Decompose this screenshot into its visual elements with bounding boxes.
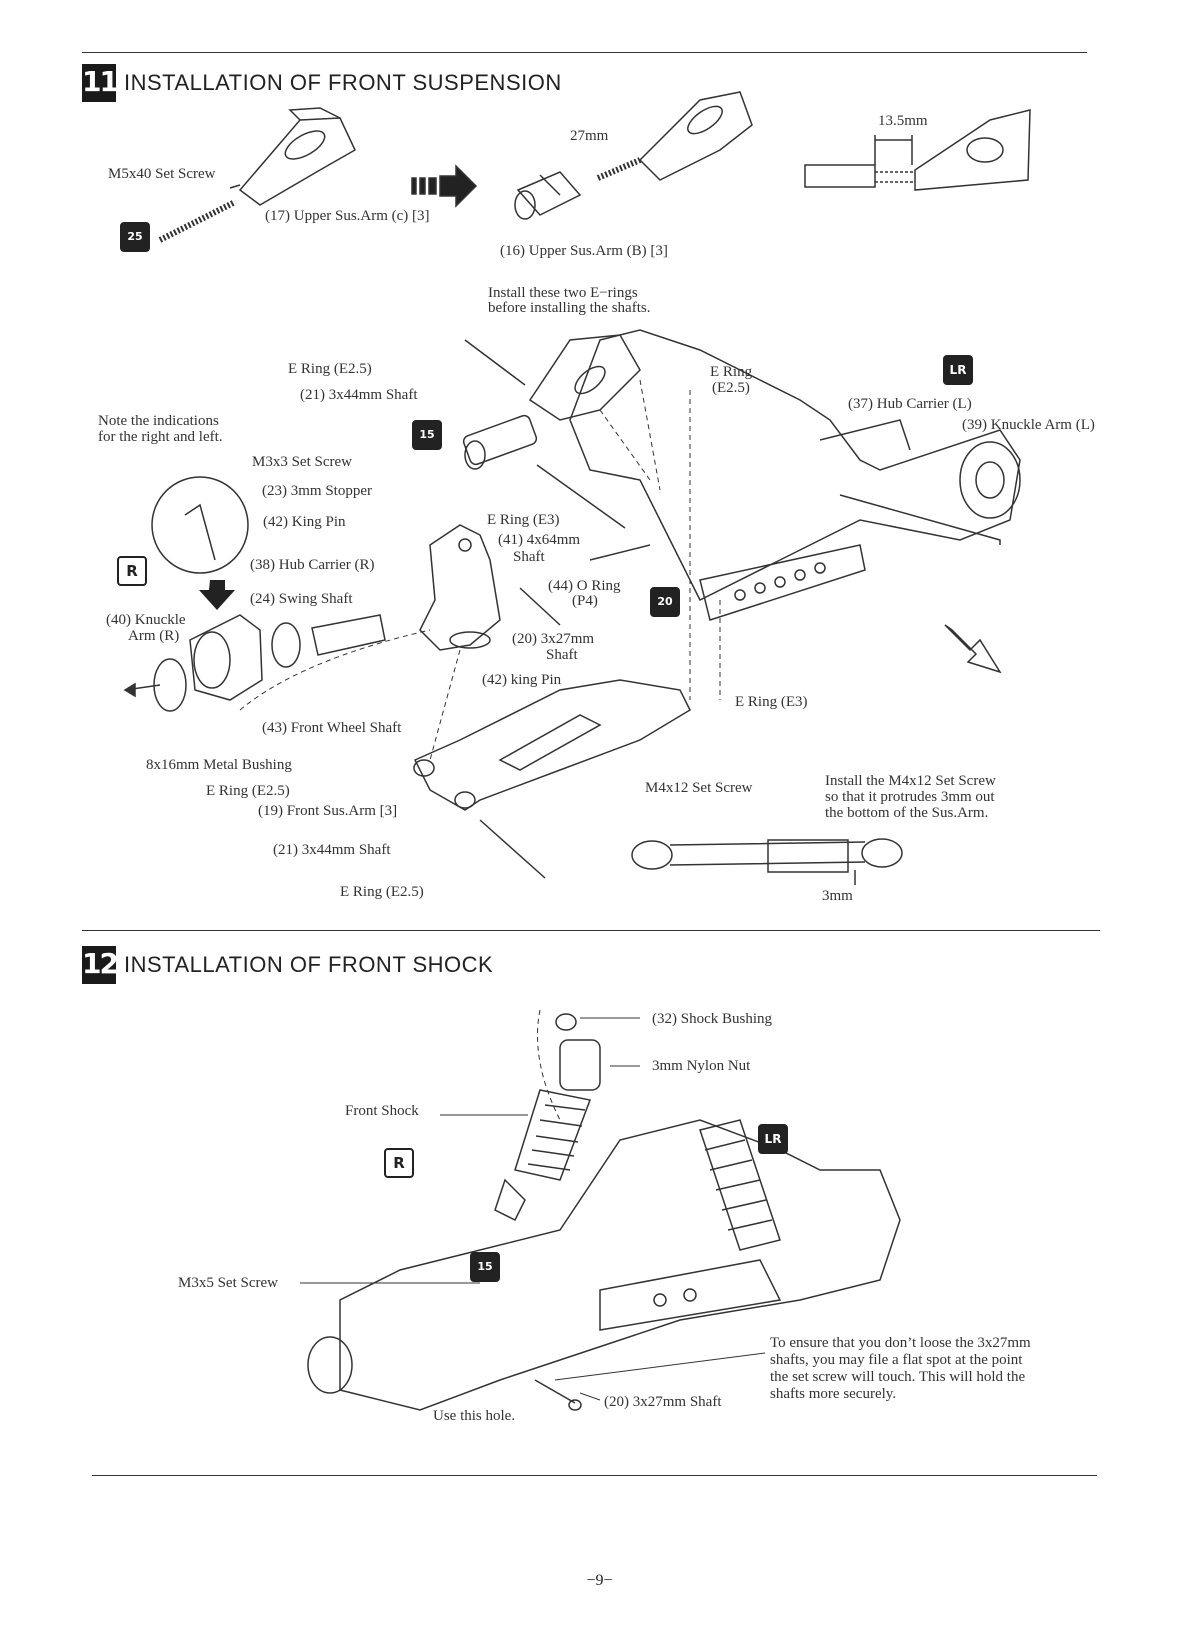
front-shock-r-drawing bbox=[494, 1009, 601, 1222]
knuckle-arm-r-drawing bbox=[153, 614, 386, 712]
label-3mm-stopper: (23) 3mm Stopper bbox=[262, 483, 372, 499]
label-note-lr-line2: for the right and left. bbox=[98, 429, 223, 445]
label-tip-line3: the set screw will touch. This will hold… bbox=[770, 1369, 1026, 1385]
label-upper-sus-arm-b: (16) Upper Sus.Arm (B) [3] bbox=[500, 243, 668, 259]
label-dimension-3mm: 3mm bbox=[822, 888, 853, 904]
label-king-pin-lower: (42) king Pin bbox=[482, 672, 562, 688]
hex-wrench-15-icon: 15 bbox=[412, 420, 442, 450]
label-dimension-13-5mm: 13.5mm bbox=[878, 113, 928, 129]
top-rule bbox=[82, 52, 1087, 53]
upper-arm-assembly-drawing bbox=[462, 334, 641, 470]
section-title: INSTALLATION OF FRONT SUSPENSION bbox=[124, 70, 562, 95]
label-knuckle-arm-l: (39) Knuckle Arm (L) bbox=[962, 417, 1095, 433]
label-3x27mm-shaft-line2: Shaft bbox=[546, 647, 578, 663]
label-install-erings-line1: Install these two E−rings bbox=[488, 285, 638, 301]
chassis-front-drawing bbox=[307, 1119, 901, 1411]
shafts-drawing bbox=[464, 339, 651, 879]
dimension-13-5mm-drawing bbox=[804, 109, 1031, 191]
label-install-m4-line1: Install the M4x12 Set Screw bbox=[825, 773, 996, 789]
shaft-20-drawing bbox=[534, 1379, 582, 1411]
label-swing-shaft: (24) Swing Shaft bbox=[250, 591, 353, 607]
label-e-ring-e3-mid: E Ring (E3) bbox=[487, 512, 560, 528]
label-m3x5-set-screw: M3x5 Set Screw bbox=[178, 1275, 278, 1291]
label-e-ring-right-line2: (E2.5) bbox=[712, 380, 750, 396]
label-metal-bushing: 8x16mm Metal Bushing bbox=[146, 757, 292, 773]
chassis-gearbox-drawing bbox=[569, 329, 1021, 621]
right-side-badge: R bbox=[384, 1148, 414, 1178]
upper-arm-b-drawing bbox=[514, 91, 753, 220]
label-e-ring-e25-top: E Ring (E2.5) bbox=[288, 361, 372, 377]
hex-wrench-20-icon: 20 bbox=[650, 587, 680, 617]
label-3x27mm-shaft: (20) 3x27mm Shaft bbox=[604, 1394, 722, 1410]
middle-rule bbox=[82, 930, 1100, 931]
label-install-m4-line2: so that it protrudes 3mm out bbox=[825, 789, 995, 805]
hub-carrier-r-drawing bbox=[419, 524, 501, 651]
down-arrow-icon bbox=[199, 580, 235, 610]
label-king-pin: (42) King Pin bbox=[263, 514, 346, 530]
label-e-ring-e25-bottom: E Ring (E2.5) bbox=[340, 884, 424, 900]
section-12-heading: 12 INSTALLATION OF FRONT SHOCK bbox=[82, 946, 493, 984]
label-e-ring-e3-right: E Ring (E3) bbox=[735, 694, 808, 710]
page-number: −9− bbox=[586, 1572, 613, 1589]
label-front-sus-arm: (19) Front Sus.Arm [3] bbox=[258, 803, 398, 819]
hex-wrench-25-icon: 25 bbox=[120, 222, 150, 252]
hollow-arrow-icon bbox=[944, 624, 1002, 674]
left-right-badge: LR bbox=[758, 1124, 788, 1154]
label-knuckle-arm-r-line1: (40) Knuckle bbox=[106, 612, 186, 628]
label-e-ring-e25-left: E Ring (E2.5) bbox=[206, 783, 290, 799]
label-o-ring-line1: (44) O Ring bbox=[548, 578, 621, 594]
left-right-badge: LR bbox=[943, 355, 973, 385]
label-tip-line4: shafts more securely. bbox=[770, 1386, 897, 1402]
arrow-right-icon bbox=[411, 164, 478, 208]
hex-wrench-15-icon: 15 bbox=[470, 1252, 500, 1282]
leader-lines bbox=[239, 379, 721, 761]
label-front-shock: Front Shock bbox=[345, 1103, 419, 1119]
label-4x64mm-shaft-line1: (41) 4x64mm bbox=[498, 532, 581, 548]
upper-arm-c-drawing bbox=[158, 107, 356, 243]
label-front-wheel-shaft: (43) Front Wheel Shaft bbox=[262, 720, 402, 736]
front-sus-arm-drawing bbox=[413, 679, 691, 811]
front-shock-lr-drawing bbox=[699, 1119, 781, 1251]
section-number: 11 bbox=[82, 64, 119, 102]
label-install-erings-line2: before installing the shafts. bbox=[488, 300, 651, 316]
section-11-heading: 11 INSTALLATION OF FRONT SUSPENSION bbox=[82, 64, 562, 102]
label-4x64mm-shaft-line2: Shaft bbox=[513, 549, 545, 565]
label-upper-sus-arm-c: (17) Upper Sus.Arm (c) [3] bbox=[265, 208, 430, 224]
label-m3x3-set-screw: M3x3 Set Screw bbox=[252, 454, 352, 470]
label-note-lr-line1: Note the indications bbox=[98, 413, 219, 429]
label-3x27mm-shaft-line1: (20) 3x27mm bbox=[512, 631, 595, 647]
section-number: 12 bbox=[82, 946, 119, 984]
sus-arm-side-view-drawing bbox=[631, 838, 903, 885]
label-tip-line2: shafts, you may file a flat spot at the … bbox=[770, 1352, 1023, 1368]
detail-circle-drawing bbox=[151, 476, 249, 574]
arrow-left-icon bbox=[123, 682, 161, 698]
label-m5x40-set-screw: M5x40 Set Screw bbox=[108, 166, 216, 182]
label-o-ring-line2: (P4) bbox=[572, 593, 598, 609]
label-m4x12-set-screw: M4x12 Set Screw bbox=[645, 780, 753, 796]
label-use-this-hole: Use this hole. bbox=[433, 1408, 516, 1424]
label-dimension-27mm: 27mm bbox=[570, 128, 609, 144]
label-3x44mm-shaft-bottom: (21) 3x44mm Shaft bbox=[273, 842, 391, 858]
label-3mm-nylon-nut: 3mm Nylon Nut bbox=[652, 1058, 751, 1074]
leader-lines-s12 bbox=[300, 1017, 766, 1401]
label-hub-carrier-r: (38) Hub Carrier (R) bbox=[250, 557, 375, 573]
section-title: INSTALLATION OF FRONT SHOCK bbox=[124, 952, 494, 977]
bottom-rule bbox=[92, 1475, 1097, 1476]
label-shock-bushing: (32) Shock Bushing bbox=[652, 1011, 772, 1027]
label-e-ring-right-line1: E Ring bbox=[710, 364, 753, 380]
label-hub-carrier-l: (37) Hub Carrier (L) bbox=[848, 396, 972, 412]
label-knuckle-arm-r-line2: Arm (R) bbox=[128, 628, 180, 644]
label-install-m4-line3: the bottom of the Sus.Arm. bbox=[825, 805, 989, 821]
right-side-badge: R bbox=[117, 556, 147, 586]
label-tip-line1: To ensure that you don’t loose the 3x27m… bbox=[770, 1335, 1031, 1351]
label-3x44mm-shaft-top: (21) 3x44mm Shaft bbox=[300, 387, 418, 403]
